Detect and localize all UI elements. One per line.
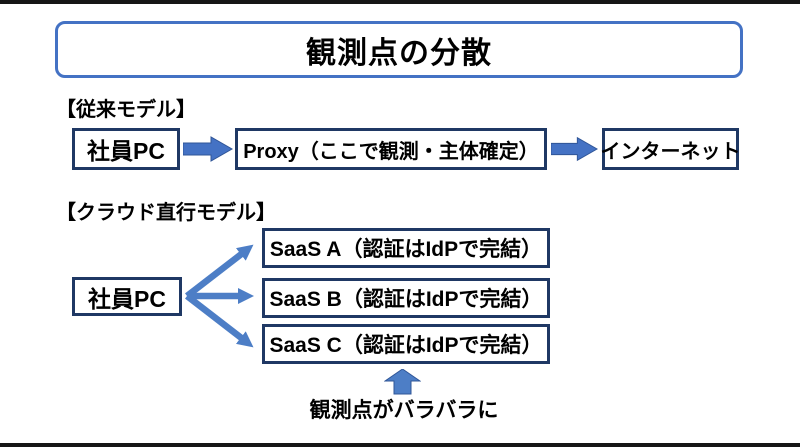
employee-pc-box: 社員PC: [72, 277, 182, 316]
saas-b-box: SaaS B（認証はIdPで完結）: [262, 278, 550, 318]
bottom-edge-bar: [0, 443, 800, 447]
internet-box: インターネット: [601, 128, 741, 170]
saas-a-box: SaaS A（認証はIdPで完結）: [262, 228, 550, 268]
arrow-up-icon: [384, 369, 421, 395]
observation-scattered-label: 観測点がバラバラに: [309, 399, 499, 422]
saas-c-box: SaaS C（認証はIdPで完結）: [262, 324, 550, 364]
top-edge-bar: [0, 0, 800, 4]
cloud-direct-model-heading: 【クラウド直行モデル】: [56, 202, 276, 224]
arrow-right-icon: [183, 136, 233, 162]
arrow-right-icon: [551, 136, 598, 162]
proxy-box: Proxy（ここで観測・主体確定）: [235, 128, 547, 170]
fan-arrows-icon: [185, 244, 254, 348]
page-title: 観測点の分散: [306, 36, 492, 70]
employee-pc-box: 社員PC: [72, 128, 180, 170]
title-box: 観測点の分散: [55, 21, 743, 78]
legacy-model-heading: 【従来モデル】: [56, 99, 196, 121]
